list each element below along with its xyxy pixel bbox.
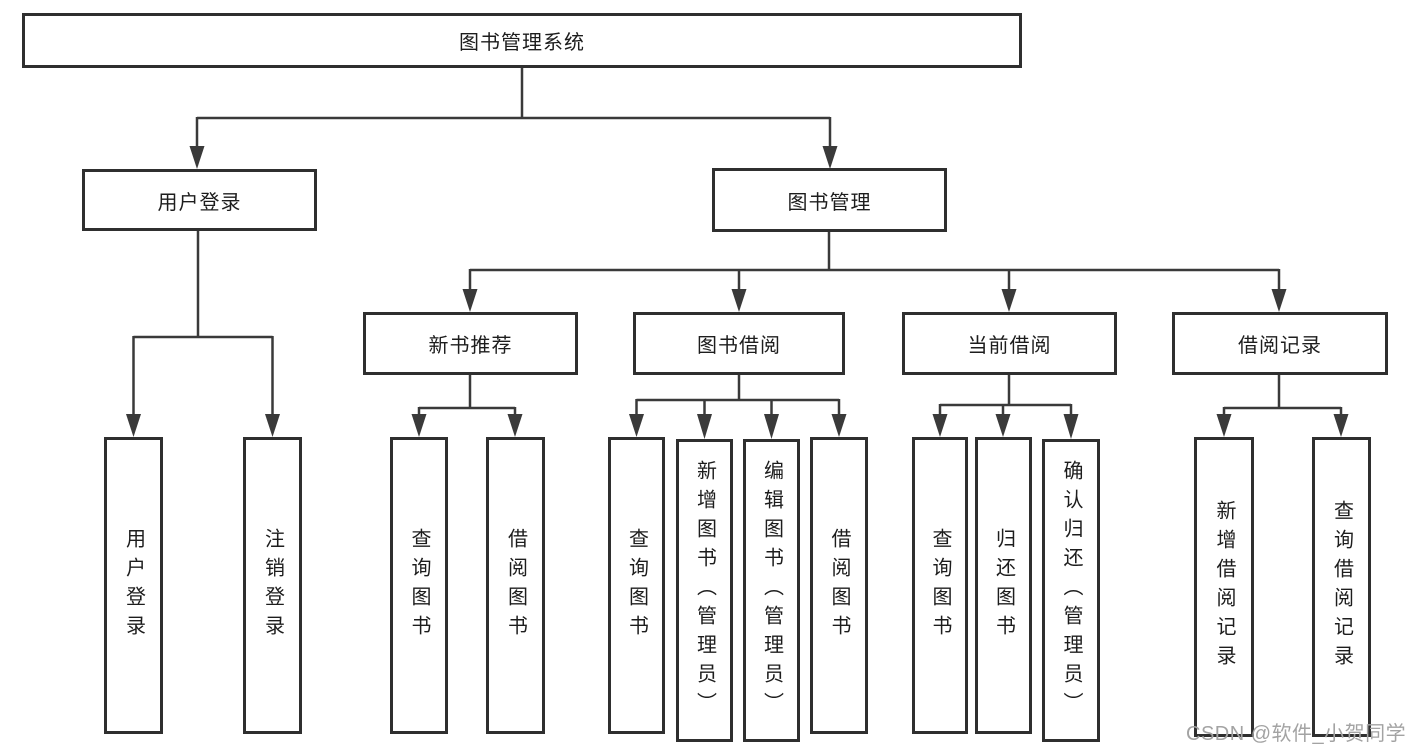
leaf-borrow-query-book: 查询图书 bbox=[608, 437, 665, 734]
leaf-logout-label: 注销登录 bbox=[261, 527, 284, 644]
node-root-system: 图书管理系统 bbox=[22, 13, 1022, 68]
csdn-watermark: CSDN @软件_小贺同学 bbox=[1186, 723, 1405, 745]
leaf-borrow-borrow-book-label: 借阅图书 bbox=[828, 527, 850, 644]
leaf-borrow-borrow-book: 借阅图书 bbox=[810, 437, 868, 734]
leaf-logout: 注销登录 bbox=[243, 437, 302, 734]
leaf-record-query-label: 查询借阅记录 bbox=[1330, 500, 1353, 674]
leaf-current-return-book: 归还图书 bbox=[975, 437, 1032, 734]
leaf-record-add-label: 新增借阅记录 bbox=[1213, 500, 1235, 674]
leaf-user-login-label: 用户登录 bbox=[122, 527, 145, 644]
leaf-borrow-add-book-admin: 新增图书（管理员） bbox=[676, 439, 733, 742]
leaf-recommend-borrow-book-label: 借阅图书 bbox=[504, 527, 527, 644]
leaf-recommend-query-book: 查询图书 bbox=[390, 437, 448, 734]
leaf-record-query: 查询借阅记录 bbox=[1312, 437, 1371, 737]
leaf-recommend-query-book-label: 查询图书 bbox=[408, 527, 430, 644]
leaf-user-login: 用户登录 bbox=[104, 437, 163, 734]
leaf-current-query-book: 查询图书 bbox=[912, 437, 968, 734]
node-book-management-label: 图书管理 bbox=[787, 191, 872, 214]
leaf-recommend-borrow-book: 借阅图书 bbox=[486, 437, 545, 734]
node-new-book-recommend-label: 新书推荐 bbox=[428, 335, 513, 357]
node-book-management: 图书管理 bbox=[712, 168, 947, 232]
node-book-borrow-label: 图书借阅 bbox=[697, 335, 781, 357]
leaf-current-confirm-return-admin: 确认归还（管理员） bbox=[1042, 439, 1100, 742]
node-book-borrow: 图书借阅 bbox=[633, 312, 845, 375]
leaf-current-return-book-label: 归还图书 bbox=[992, 527, 1015, 644]
node-current-borrow-label: 当前借阅 bbox=[967, 335, 1052, 357]
node-root-label: 图书管理系统 bbox=[459, 32, 585, 54]
leaf-borrow-query-book-label: 查询图书 bbox=[625, 527, 648, 644]
leaf-current-confirm-return-admin-label: 确认归还（管理员） bbox=[1060, 460, 1082, 721]
node-new-book-recommend: 新书推荐 bbox=[363, 312, 578, 375]
node-borrow-record: 借阅记录 bbox=[1172, 312, 1388, 375]
leaf-borrow-edit-book-admin-label: 编辑图书（管理员） bbox=[760, 460, 783, 721]
leaf-borrow-add-book-admin-label: 新增图书（管理员） bbox=[693, 460, 716, 721]
leaf-borrow-edit-book-admin: 编辑图书（管理员） bbox=[743, 439, 800, 742]
arrowheads bbox=[126, 146, 1349, 439]
node-borrow-record-label: 借阅记录 bbox=[1238, 335, 1322, 357]
node-user-login-label: 用户登录 bbox=[157, 191, 242, 214]
node-current-borrow: 当前借阅 bbox=[902, 312, 1117, 375]
leaf-record-add: 新增借阅记录 bbox=[1194, 437, 1254, 737]
node-user-login: 用户登录 bbox=[82, 169, 317, 231]
leaf-current-query-book-label: 查询图书 bbox=[929, 527, 951, 644]
